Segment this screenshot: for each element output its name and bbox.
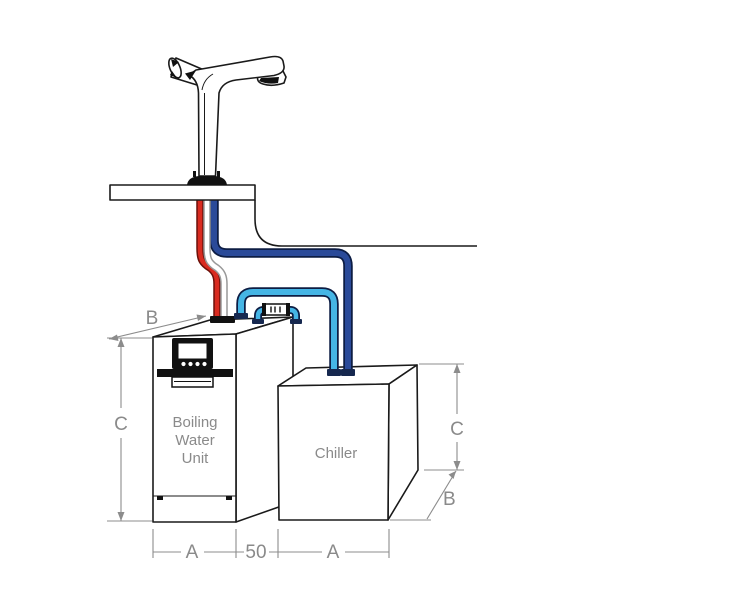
tap bbox=[168, 55, 287, 185]
panel-button bbox=[201, 360, 208, 368]
chiller-right-face bbox=[387, 364, 419, 521]
display-screen bbox=[177, 342, 208, 360]
dim-bwu-depth: B bbox=[108, 308, 207, 341]
dim-label-bwu-width: A bbox=[186, 542, 199, 563]
dim-bwu-height: C bbox=[107, 337, 152, 522]
panel-button bbox=[187, 360, 194, 368]
dim-label-bwu-depth: B bbox=[146, 308, 159, 329]
counter-edge-line bbox=[254, 200, 477, 247]
counter-slab bbox=[109, 184, 256, 201]
pipes bbox=[196, 199, 355, 376]
dim-label-bwu-height: C bbox=[114, 414, 128, 435]
vent-pipe bbox=[203, 199, 228, 320]
chilled-water-pipe bbox=[236, 287, 339, 372]
inline-filter bbox=[263, 303, 289, 316]
boiling-water-unit: Boiling Water Unit bbox=[152, 316, 294, 523]
dim-label-chiller-width: A bbox=[327, 542, 340, 563]
counter-top bbox=[109, 184, 256, 201]
chiller-navy-flange bbox=[341, 369, 355, 376]
bwu-label-line3: Unit bbox=[182, 450, 210, 467]
cold-water-pipe bbox=[209, 199, 353, 372]
panel-button bbox=[194, 360, 201, 368]
dim-chiller-depth: B bbox=[390, 470, 457, 521]
control-panel bbox=[157, 338, 233, 388]
panel-button bbox=[180, 360, 187, 368]
bwu-cyan-flange bbox=[234, 313, 248, 319]
inline-filter-assembly bbox=[252, 303, 302, 324]
filter-left-flange bbox=[252, 319, 264, 324]
bwu-label-line1: Boiling bbox=[172, 414, 217, 431]
bwu-pipe-flange bbox=[210, 316, 235, 323]
hot-water-pipe bbox=[196, 199, 221, 320]
dim-label-chiller-height: C bbox=[450, 419, 464, 440]
bwu-foot bbox=[226, 496, 232, 500]
filter-right-flange bbox=[290, 319, 302, 324]
panel-band bbox=[157, 369, 233, 377]
tap-body bbox=[188, 55, 285, 177]
chiller-cyan-flange bbox=[327, 369, 341, 376]
dim-bottom-widths: A 50 A bbox=[152, 529, 390, 563]
bwu-foot bbox=[157, 496, 163, 500]
chiller-front-face bbox=[277, 383, 390, 521]
tap-base-flange bbox=[187, 176, 227, 185]
dim-label-chiller-depth: B bbox=[443, 489, 456, 510]
chiller-label: Chiller bbox=[315, 445, 358, 462]
tap-lever-cap bbox=[168, 57, 182, 79]
chiller-unit: Chiller bbox=[277, 364, 419, 521]
dim-chiller-height: C bbox=[419, 363, 464, 471]
bwu-label-line2: Water bbox=[175, 432, 214, 449]
dim-label-gap: 50 bbox=[245, 542, 266, 563]
